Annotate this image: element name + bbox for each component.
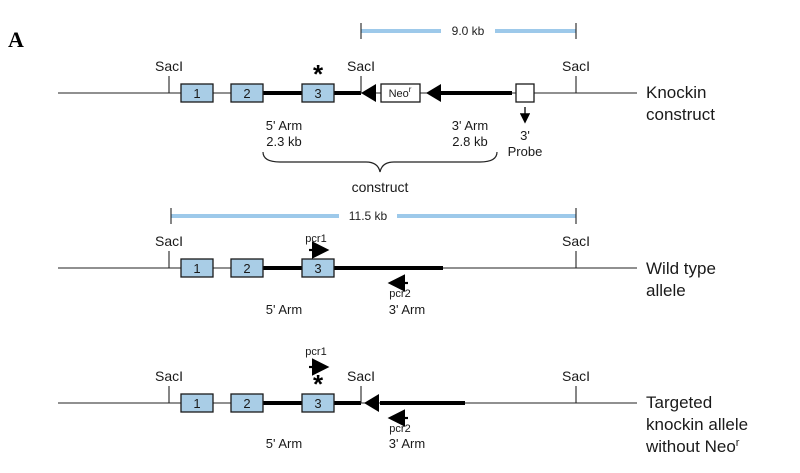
arm3-size: 2.8 kb bbox=[452, 134, 487, 149]
arm5-label: 5' Arm bbox=[266, 118, 302, 133]
lox-triangle-right bbox=[426, 84, 441, 102]
saci-site-label: SacI bbox=[562, 368, 590, 384]
allele-name: without Neor bbox=[645, 437, 740, 456]
saci-site-label: SacI bbox=[347, 368, 375, 384]
exon-label: 3 bbox=[314, 261, 321, 276]
neo-cassette-box bbox=[380, 83, 421, 103]
exon-box bbox=[301, 258, 335, 278]
construct-name: Knockin bbox=[646, 83, 706, 102]
targeted-allele-map: SacI SacI SacI 1 2 3 pcr1 * pcr2 5' Arm … bbox=[58, 346, 748, 456]
exon-box bbox=[180, 83, 214, 103]
exon-box bbox=[180, 258, 214, 278]
saci-site-label: SacI bbox=[155, 233, 183, 249]
size-bar-9kb: 9.0 kb bbox=[360, 23, 577, 39]
arm5-size: 2.3 kb bbox=[266, 134, 301, 149]
mutation-asterisk: * bbox=[313, 59, 324, 89]
exon-box bbox=[301, 83, 335, 103]
exon-label: 1 bbox=[193, 86, 200, 101]
allele-name: Targeted bbox=[646, 393, 712, 412]
knockin-construct-map: 9.0 kb SacI SacI SacI 1 2 3 * Neor 3' Pr… bbox=[58, 23, 715, 195]
saci-site-label: SacI bbox=[562, 233, 590, 249]
primer-pcr2-label: pcr2 bbox=[389, 423, 410, 435]
arm3-label: 3' Arm bbox=[452, 118, 488, 133]
allele-name: knockin allele bbox=[646, 415, 748, 434]
primer-pcr2-label: pcr2 bbox=[389, 288, 410, 300]
panel-label: A bbox=[8, 27, 24, 52]
primer-pcr1-label: pcr1 bbox=[305, 233, 326, 245]
exon-box bbox=[301, 393, 335, 413]
lox-triangle-left bbox=[361, 84, 376, 102]
arm5-label: 5' Arm bbox=[266, 302, 302, 317]
allele-name: Wild type bbox=[646, 259, 716, 278]
saci-site-label: SacI bbox=[155, 368, 183, 384]
probe-label: Probe bbox=[508, 144, 543, 159]
exon-label: 2 bbox=[243, 261, 250, 276]
exon-label: 2 bbox=[243, 396, 250, 411]
size-bar-11kb: 11.5 kb bbox=[170, 208, 577, 224]
exon-label: 3 bbox=[314, 86, 321, 101]
brace-label: construct bbox=[352, 179, 409, 195]
wild-type-allele-map: 11.5 kb SacI SacI 1 2 3 pcr1 pcr2 5' Arm… bbox=[58, 208, 716, 317]
size-label: 9.0 kb bbox=[452, 24, 485, 38]
neo-label: Neor bbox=[389, 85, 412, 100]
primer-pcr1-label: pcr1 bbox=[305, 346, 326, 358]
exon-box bbox=[230, 258, 264, 278]
exon-label: 1 bbox=[193, 396, 200, 411]
arm3-label: 3' Arm bbox=[389, 302, 425, 317]
size-label: 11.5 kb bbox=[349, 209, 388, 223]
allele-name: allele bbox=[646, 281, 686, 300]
exon-label: 3 bbox=[314, 396, 321, 411]
exon-label: 2 bbox=[243, 86, 250, 101]
saci-site-label: SacI bbox=[347, 58, 375, 74]
arm5-label: 5' Arm bbox=[266, 436, 302, 451]
probe-label: 3' bbox=[520, 128, 530, 143]
probe-box bbox=[515, 83, 535, 103]
mutation-asterisk: * bbox=[313, 369, 324, 399]
exon-box bbox=[230, 393, 264, 413]
saci-site-label: SacI bbox=[155, 58, 183, 74]
exon-box bbox=[180, 393, 214, 413]
exon-box bbox=[230, 83, 264, 103]
saci-site-label: SacI bbox=[562, 58, 590, 74]
arm3-label: 3' Arm bbox=[389, 436, 425, 451]
construct-brace bbox=[262, 151, 498, 173]
construct-name: construct bbox=[646, 105, 715, 124]
exon-label: 1 bbox=[193, 261, 200, 276]
lox-triangle bbox=[364, 394, 379, 412]
